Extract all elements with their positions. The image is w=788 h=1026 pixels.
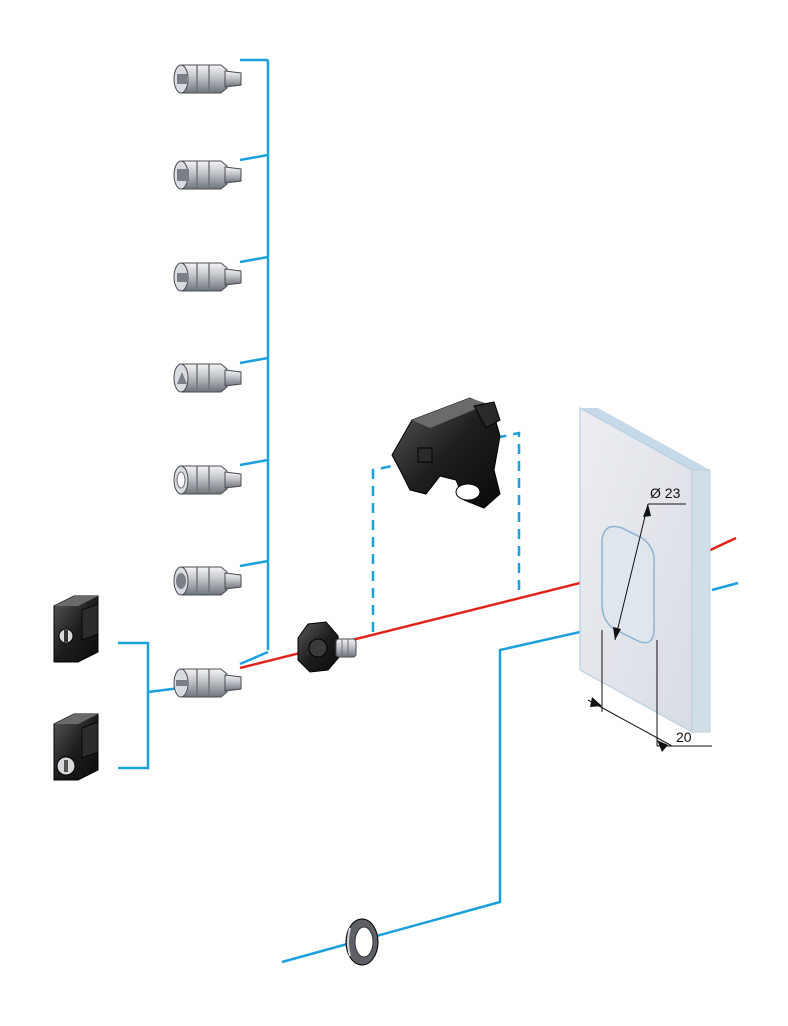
cam-dashed-guides xyxy=(371,431,521,632)
right-exit-connector xyxy=(711,581,739,592)
dimension-annotations xyxy=(587,503,712,752)
handle-round-variant[interactable] xyxy=(53,713,99,781)
insert-variant[interactable] xyxy=(173,465,242,495)
insert-6-connector xyxy=(239,559,269,568)
connector-lines xyxy=(118,58,739,964)
insert-variant[interactable] xyxy=(173,262,242,292)
slot-width-label: 20 xyxy=(676,729,692,745)
insert-4-connector xyxy=(239,356,269,365)
enclosure-plate xyxy=(579,406,711,734)
insert-3-connector xyxy=(239,255,269,264)
handle-key-variant[interactable] xyxy=(53,595,99,663)
cam-bracket[interactable] xyxy=(391,397,501,509)
hole-diameter-label: Ø 23 xyxy=(650,485,681,501)
insert-variant[interactable] xyxy=(173,566,242,596)
insert-variant[interactable] xyxy=(173,64,242,94)
insert-variants xyxy=(173,64,242,698)
insert-variant[interactable] xyxy=(173,160,242,190)
washer-connector-line xyxy=(281,616,643,964)
insert-7-connector xyxy=(239,650,269,666)
insert-variant[interactable] xyxy=(173,363,242,393)
axis-line-right xyxy=(705,536,737,554)
insert-5-connector xyxy=(239,458,269,467)
fixing-nut[interactable] xyxy=(297,621,357,673)
handle-bracket-line xyxy=(118,641,150,770)
seal-washer[interactable] xyxy=(345,918,379,966)
handle-variants xyxy=(53,595,99,781)
insert-2-connector xyxy=(239,153,269,162)
insert-variant[interactable] xyxy=(173,668,242,698)
